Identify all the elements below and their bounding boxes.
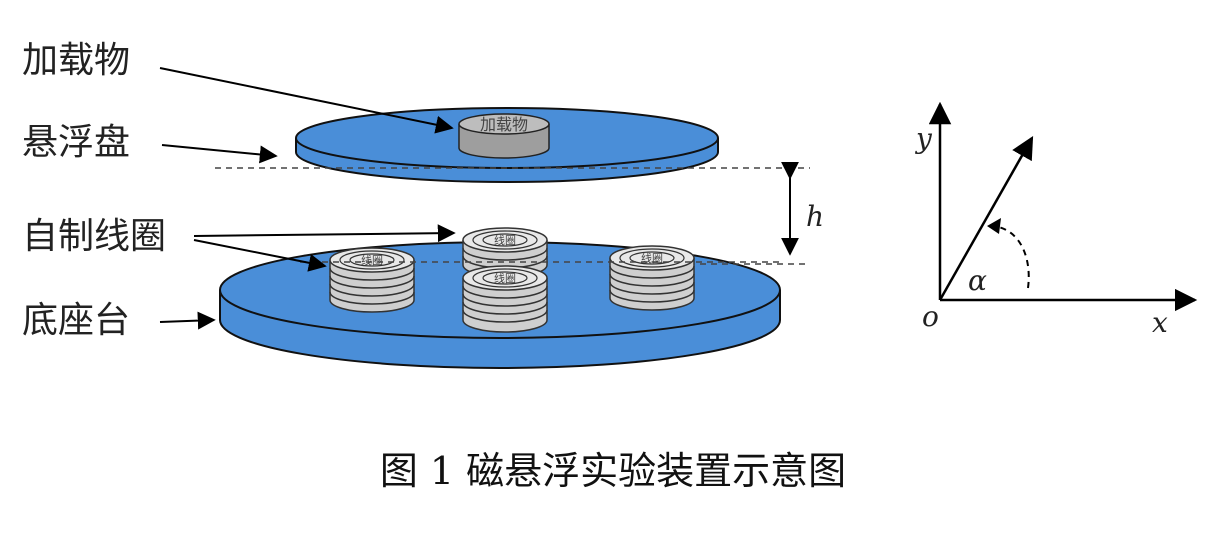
coordinate-system: y x o α	[914, 101, 1198, 339]
origin-label: o	[922, 300, 939, 333]
coil-right-label: 线圈	[641, 251, 663, 265]
coil-front-label: 线圈	[494, 271, 516, 285]
y-axis-label: y	[914, 122, 933, 155]
coils-pointer-arrow-lower	[193, 239, 327, 272]
coils-label: 自制线圈	[22, 216, 166, 257]
base-label: 底座台	[22, 300, 130, 341]
coils-pointer-arrow-upper	[193, 224, 456, 243]
h-label: h	[806, 200, 824, 233]
angle-vector	[938, 136, 1034, 301]
coil-left: 线圈	[329, 247, 415, 313]
coil-front-center: 线圈	[462, 265, 548, 333]
x-axis-label: x	[1152, 306, 1168, 339]
alpha-label: α	[968, 264, 987, 297]
levitation-disk-label: 悬浮盘	[22, 122, 130, 163]
load-cylinder: 加载物	[458, 113, 550, 159]
figure-caption: 图 1 磁悬浮实验装置示意图	[379, 449, 847, 493]
disk-pointer-arrow	[161, 144, 278, 164]
alpha-arc-arrowhead	[987, 218, 1001, 234]
coil-left-label: 线圈	[361, 253, 383, 267]
levitation-disk	[295, 107, 719, 183]
coil-right: 线圈	[609, 245, 695, 311]
coil-back-label: 线圈	[494, 233, 516, 247]
alpha-arc	[991, 225, 1030, 289]
load-cylinder-label: 加载物	[480, 115, 528, 134]
load-label: 加载物	[22, 40, 130, 81]
base-pointer-arrow	[159, 311, 216, 330]
load-pointer-arrow	[159, 67, 454, 134]
